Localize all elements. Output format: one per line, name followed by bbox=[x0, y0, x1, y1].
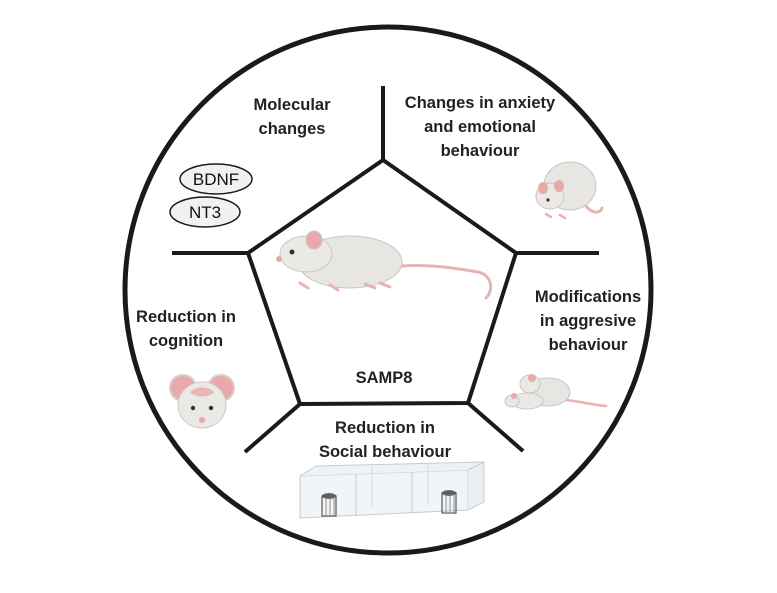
label-line: and emotional bbox=[424, 118, 536, 136]
label-molecular-changes: Molecular changes bbox=[232, 93, 352, 141]
label-line: Changes in anxiety bbox=[404, 94, 556, 112]
center-label: SAMP8 bbox=[355, 369, 413, 387]
label-line: in aggresive bbox=[539, 312, 637, 330]
label-line: changes bbox=[258, 120, 326, 138]
crouching-mouse-icon bbox=[535, 161, 604, 220]
label-line: Molecular bbox=[253, 96, 331, 114]
label-line: behaviour bbox=[548, 336, 628, 354]
fighting-mice-icon bbox=[504, 374, 608, 410]
outer-circle bbox=[122, 24, 654, 556]
divider-bottom-left bbox=[243, 402, 302, 454]
mouse-face-icon bbox=[169, 374, 235, 429]
label-line: cognition bbox=[148, 332, 224, 350]
divider-bottom-right bbox=[466, 401, 525, 453]
marker-bdnf: BDNF bbox=[179, 163, 253, 195]
label-line: behaviour bbox=[440, 142, 520, 160]
label-anxiety-emotional: Changes in anxiety and emotional behavio… bbox=[390, 91, 570, 163]
label-line: Social behaviour bbox=[318, 443, 452, 461]
marker-nt3: NT3 bbox=[169, 196, 241, 228]
label-reduction-cognition: Reduction in cognition bbox=[126, 305, 246, 353]
center-pentagon bbox=[246, 158, 518, 406]
label-line: Reduction in bbox=[335, 419, 435, 437]
marker-bdnf-label: BDNF bbox=[193, 170, 239, 189]
marker-nt3-label: NT3 bbox=[189, 203, 221, 222]
label-aggressive-behaviour: Modifications in aggresive behaviour bbox=[518, 285, 658, 357]
mouse-icon bbox=[276, 230, 493, 300]
label-line: Reduction in bbox=[136, 308, 236, 326]
three-chamber-cage-icon bbox=[299, 461, 485, 519]
label-social-behaviour: Reduction in Social behaviour bbox=[305, 416, 465, 464]
label-line: Modifications bbox=[534, 288, 642, 306]
